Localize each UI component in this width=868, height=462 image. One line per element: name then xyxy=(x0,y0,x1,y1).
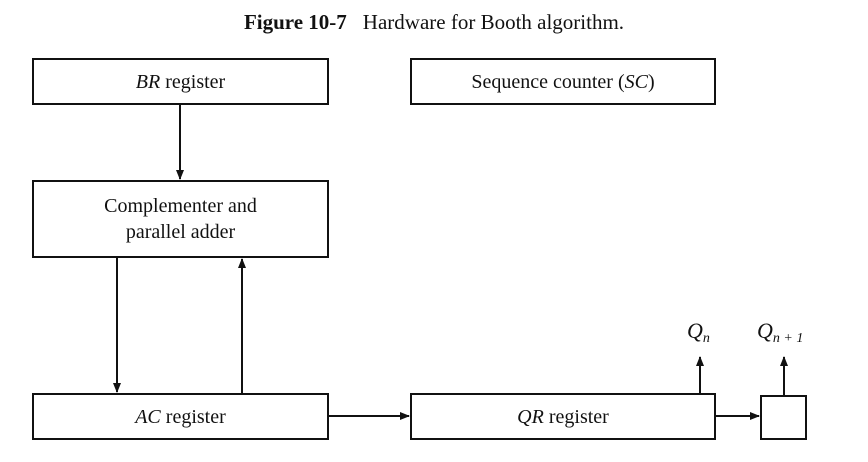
br-register-name: BR xyxy=(135,70,161,93)
qn-output-label: Qn xyxy=(687,318,710,346)
br-register-suffix: register xyxy=(160,70,226,93)
adder-label-line2: parallel adder xyxy=(125,221,236,243)
sequence-counter-name: SC xyxy=(624,70,648,93)
qr-register-suffix: register xyxy=(543,405,609,428)
ac-register-name: AC xyxy=(135,405,161,428)
ac-register-block: AC register xyxy=(32,393,329,440)
figure-caption: Figure 10-7 Hardware for Booth algorithm. xyxy=(0,10,868,35)
sequence-counter-prefix: Sequence counter ( xyxy=(471,70,625,93)
br-register-block: BR register xyxy=(32,58,329,105)
sequence-counter-suffix: ) xyxy=(647,70,655,93)
qr-register-name: QR xyxy=(517,405,544,428)
qn1-flipflop-block xyxy=(760,395,807,440)
figure-title: Hardware for Booth algorithm. xyxy=(362,10,625,34)
complementer-adder-block: Complementer and parallel adder xyxy=(32,180,329,258)
ac-register-suffix: register xyxy=(160,405,226,428)
qn1-output-label: Qn + 1 xyxy=(757,318,804,346)
figure-number: Figure 10-7 xyxy=(243,10,347,34)
adder-label-line1: Complementer and xyxy=(104,195,257,217)
qr-register-block: QR register xyxy=(410,393,716,440)
sequence-counter-block: Sequence counter (SC) xyxy=(410,58,716,105)
